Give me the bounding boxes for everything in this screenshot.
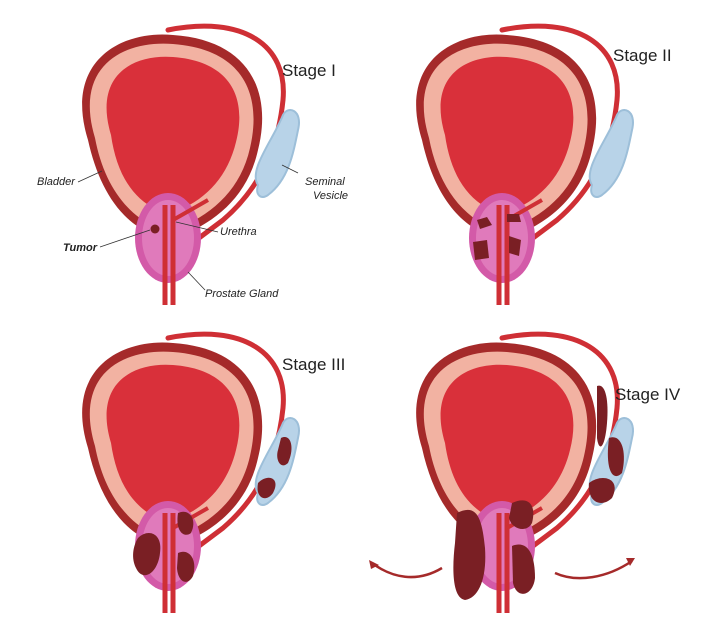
stage-4-diagram (369, 334, 635, 613)
tumor (597, 385, 608, 447)
urethra (496, 513, 510, 613)
stage-4-title: Stage IV (615, 385, 681, 404)
urethra (162, 513, 176, 613)
tumor (512, 544, 535, 594)
tumor (453, 509, 486, 600)
spread-arrow-left (371, 561, 443, 579)
tumor (473, 240, 489, 260)
tumor (277, 437, 292, 466)
stage-2-title: Stage II (613, 46, 672, 65)
stage-2-diagram (416, 26, 634, 305)
tumor (133, 533, 161, 576)
tumor (509, 500, 534, 530)
urethra (162, 205, 176, 305)
tumor (507, 214, 521, 222)
tumor-label: Tumor (63, 242, 98, 254)
seminal-label: Seminal (305, 176, 345, 188)
label-pointers (77, 164, 299, 291)
seminal-vesicle (254, 109, 300, 198)
tumor (177, 511, 194, 535)
tumor (257, 477, 276, 499)
prostate-gland-label: Prostate Gland (205, 288, 279, 300)
stage-1-diagram (82, 26, 300, 305)
seminal-vesicle (588, 109, 634, 198)
bladder-label: Bladder (37, 176, 75, 188)
stage-1-title: Stage I (282, 61, 336, 80)
tumor (588, 478, 615, 503)
urethra-label: Urethra (220, 226, 257, 238)
tumor (477, 217, 492, 229)
stage-3-diagram (82, 334, 300, 613)
spread-arrow-right (554, 559, 633, 580)
tumor (150, 224, 160, 234)
tumor (509, 236, 521, 256)
vesicle-label: Vesicle (313, 190, 349, 202)
stage-3-title: Stage III (282, 355, 346, 374)
tumor (607, 437, 624, 477)
tumor (177, 551, 195, 582)
